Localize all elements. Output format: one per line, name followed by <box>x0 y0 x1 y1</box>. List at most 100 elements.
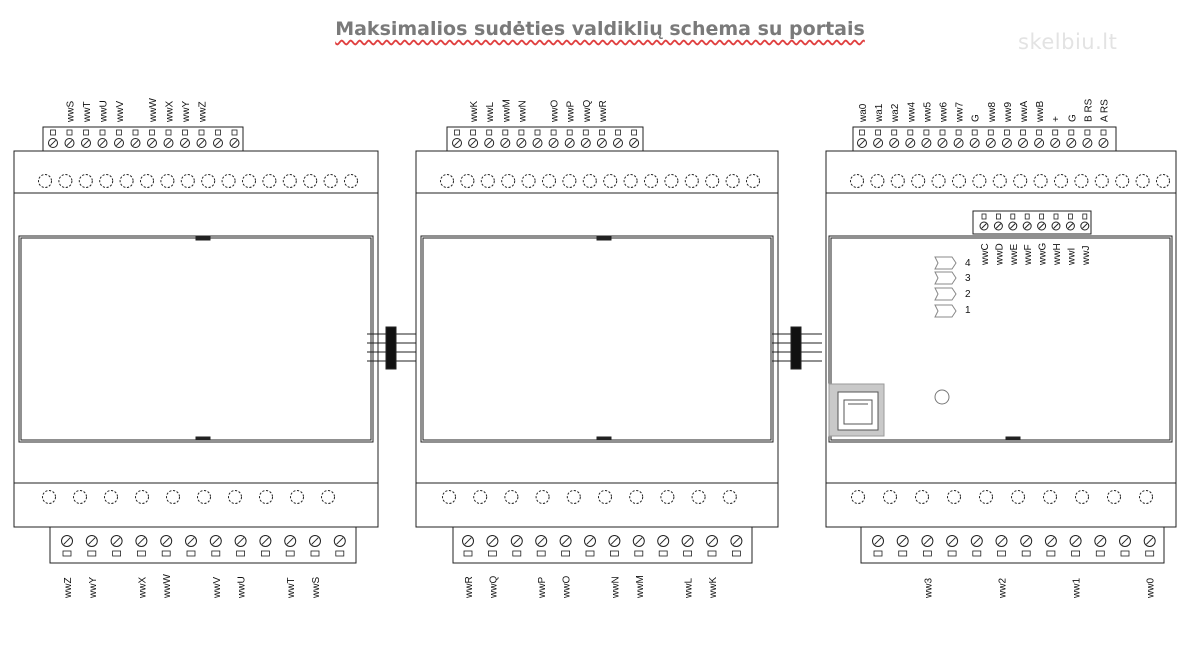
terminal-slot <box>198 129 205 136</box>
terminal-slot <box>550 129 557 136</box>
screw-slot <box>1010 223 1016 229</box>
screw-slot <box>971 139 978 147</box>
terminal-label: wwG <box>1038 243 1049 266</box>
screw-slot <box>336 537 344 545</box>
terminal-slot <box>610 550 619 557</box>
top-clip <box>195 236 211 241</box>
static-shapes <box>13 126 1177 564</box>
terminal-slot <box>732 550 741 557</box>
terminal-slot <box>971 129 978 136</box>
terminal-slot <box>891 129 898 136</box>
screw-slot <box>112 537 121 545</box>
mounting-hole <box>705 174 720 188</box>
screw-slot <box>610 537 619 545</box>
mounting-hole <box>521 174 536 188</box>
terminal-slot <box>939 129 946 136</box>
screw-slot <box>1036 139 1043 147</box>
screw-slot <box>566 139 573 147</box>
mounting-hole <box>664 174 679 188</box>
terminal-slot <box>1071 550 1080 557</box>
terminal-slot <box>1120 550 1130 557</box>
terminal-label: wwP <box>537 577 548 599</box>
mounting-hole <box>1139 490 1153 504</box>
screw-slot <box>99 139 106 147</box>
mounting-hole <box>473 490 488 504</box>
terminal-label: wwT <box>286 577 297 599</box>
terminal-label: wwZ <box>198 101 209 123</box>
mounting-hole <box>104 490 118 504</box>
led-4-icon <box>934 256 957 270</box>
terminal-slot <box>83 129 89 136</box>
terminal-label: A RS <box>1100 99 1111 122</box>
mounting-hole <box>890 174 905 188</box>
terminal-label: G <box>971 114 982 122</box>
terminal-slot <box>165 129 172 136</box>
terminal-slot <box>149 129 155 136</box>
screw-slot <box>1067 223 1074 229</box>
top-terminal-block <box>446 126 644 152</box>
screw-slot <box>732 537 741 545</box>
mounting-hole <box>850 174 864 188</box>
screw-slot <box>1053 223 1059 229</box>
screw-slot <box>488 537 497 545</box>
middle-terminal-block <box>972 210 1092 235</box>
terminal-slot <box>1036 129 1042 136</box>
screw-slot <box>534 139 541 147</box>
screw-slot <box>1052 139 1059 147</box>
mounting-hole <box>1043 490 1057 504</box>
mounting-hole <box>722 490 737 504</box>
led-label: 4 <box>965 258 971 269</box>
mounting-hole <box>160 174 175 188</box>
terminal-slot <box>536 550 546 557</box>
terminal-slot <box>1145 550 1155 557</box>
module-body <box>415 150 779 528</box>
screw-slot <box>907 139 914 147</box>
bottom-terminal-block <box>860 526 1165 564</box>
mounting-hole <box>691 490 706 504</box>
mounting-hole <box>883 490 897 504</box>
terminal-slot <box>566 129 573 136</box>
module-body <box>13 150 379 528</box>
screw-slot <box>49 139 57 147</box>
screw-slot <box>486 139 493 147</box>
terminal-slot <box>310 550 320 557</box>
screw-slot <box>582 139 589 147</box>
mounting-hole <box>58 174 73 188</box>
status-indicator-icon <box>934 389 950 405</box>
screw-slot <box>923 139 930 147</box>
terminal-slot <box>136 550 146 557</box>
terminal-label: ww7 <box>955 102 966 123</box>
terminal-label: wwL <box>684 578 695 599</box>
mounting-hole <box>566 490 581 504</box>
terminal-label: wwX <box>165 101 176 123</box>
module-middle <box>415 126 779 564</box>
screw-slot <box>453 139 461 147</box>
mounting-hole <box>197 490 211 504</box>
terminal-slot <box>454 129 460 136</box>
mounting-hole <box>911 174 926 188</box>
terminal-label: wwV <box>212 577 223 599</box>
terminal-label: ww2 <box>998 578 1009 599</box>
mounting-hole <box>582 174 597 188</box>
terminal-label: wwK <box>469 101 480 123</box>
terminal-label: B RS <box>1083 98 1094 122</box>
front-panel <box>420 235 774 443</box>
screw-slot <box>948 537 956 545</box>
mounting-hole <box>42 490 56 504</box>
screw-slot <box>115 139 123 147</box>
mounting-hole <box>1115 174 1130 188</box>
terminal-slot <box>923 550 932 557</box>
terminal-label: wwU <box>237 576 248 599</box>
mounting-hole <box>1033 174 1048 188</box>
mounting-hole <box>321 490 335 504</box>
mounting-hole <box>972 174 987 188</box>
screw-slot <box>66 139 73 147</box>
mounting-hole <box>282 174 297 188</box>
terminal-label: wwR <box>598 100 609 123</box>
screw-slot <box>981 223 987 229</box>
led-1-icon <box>934 304 957 318</box>
mounting-hole <box>992 174 1007 188</box>
terminal-label: ww5 <box>922 102 933 123</box>
mounting-hole <box>140 174 154 188</box>
